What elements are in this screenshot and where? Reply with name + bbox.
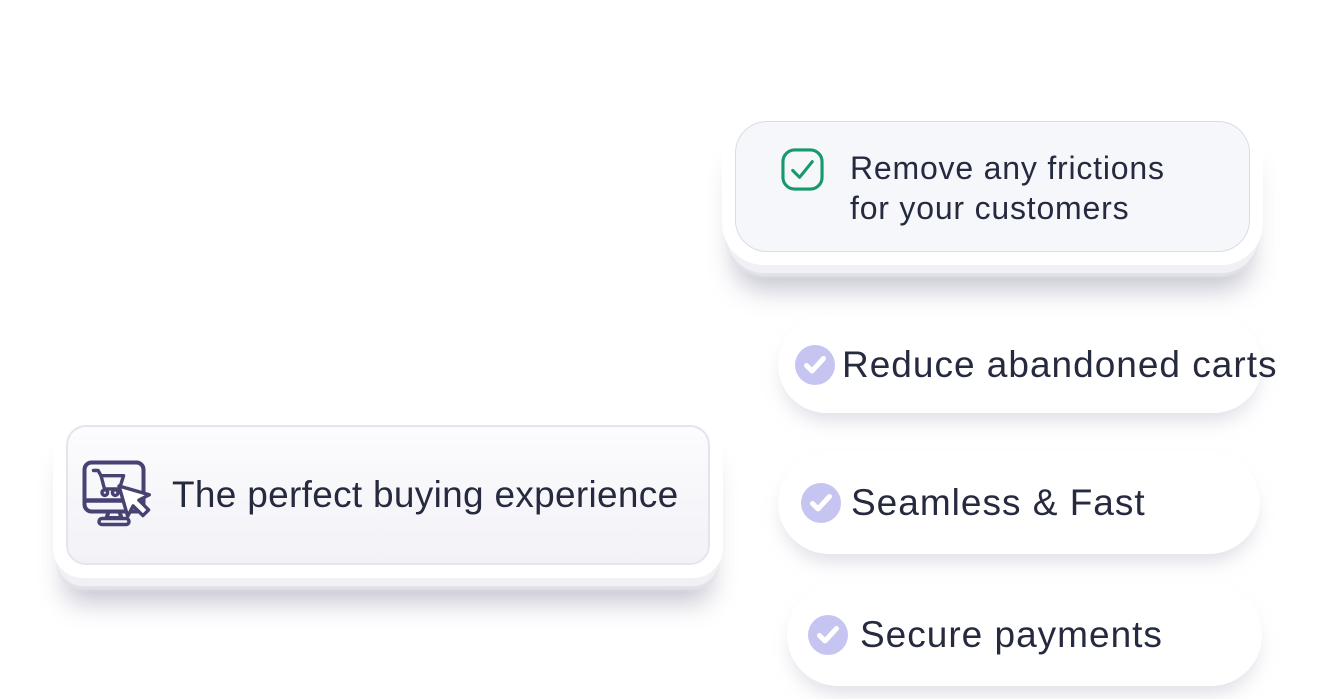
remove-frictions-panel: Remove any frictions for your customers xyxy=(735,121,1250,252)
buying-experience-label: The perfect buying experience xyxy=(172,474,679,515)
benefit-pill-secure-payments: Secure payments xyxy=(787,584,1262,686)
benefit-label: Reduce abandoned carts xyxy=(842,343,1278,385)
remove-frictions-line2: for your customers xyxy=(850,190,1130,226)
remove-frictions-card: Remove any frictions for your customers xyxy=(722,108,1263,265)
online-shopping-icon xyxy=(82,460,151,527)
remove-frictions-line1: Remove any frictions xyxy=(850,150,1165,186)
buying-experience-panel: The perfect buying experience xyxy=(66,425,710,565)
benefit-label: Seamless & Fast xyxy=(851,482,1146,523)
check-circle-icon xyxy=(795,344,835,385)
benefit-label: Secure payments xyxy=(860,614,1163,655)
checkbox-checked-icon xyxy=(781,148,824,191)
buying-experience-card: The perfect buying experience xyxy=(53,412,723,578)
benefit-pill-reduce-abandoned-carts: Reduce abandoned carts xyxy=(778,316,1276,413)
check-circle-icon xyxy=(808,615,848,655)
benefit-pill-seamless-fast: Seamless & Fast xyxy=(778,452,1260,554)
check-circle-icon xyxy=(801,483,841,523)
remove-frictions-label: Remove any frictions for your customers xyxy=(850,148,1165,228)
